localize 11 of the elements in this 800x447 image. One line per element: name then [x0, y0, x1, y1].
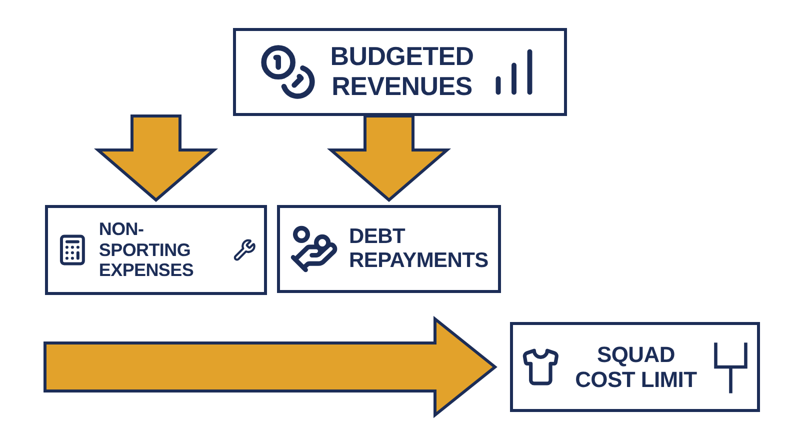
process-box: [45, 205, 267, 295]
process-box: [233, 28, 567, 116]
process-box: [277, 205, 501, 293]
process-box: [510, 322, 760, 412]
box-title: NON-SPORTING EXPENSES: [98, 218, 195, 282]
block-arrow: [326, 114, 452, 202]
box-title: DEBT REPAYMENTS: [349, 224, 489, 274]
block-arrow: [44, 316, 498, 418]
box-title: BUDGETED REVENUES: [329, 42, 475, 102]
block-arrow: [94, 114, 218, 202]
box-title: SQUAD COST LIMIT: [574, 342, 698, 392]
